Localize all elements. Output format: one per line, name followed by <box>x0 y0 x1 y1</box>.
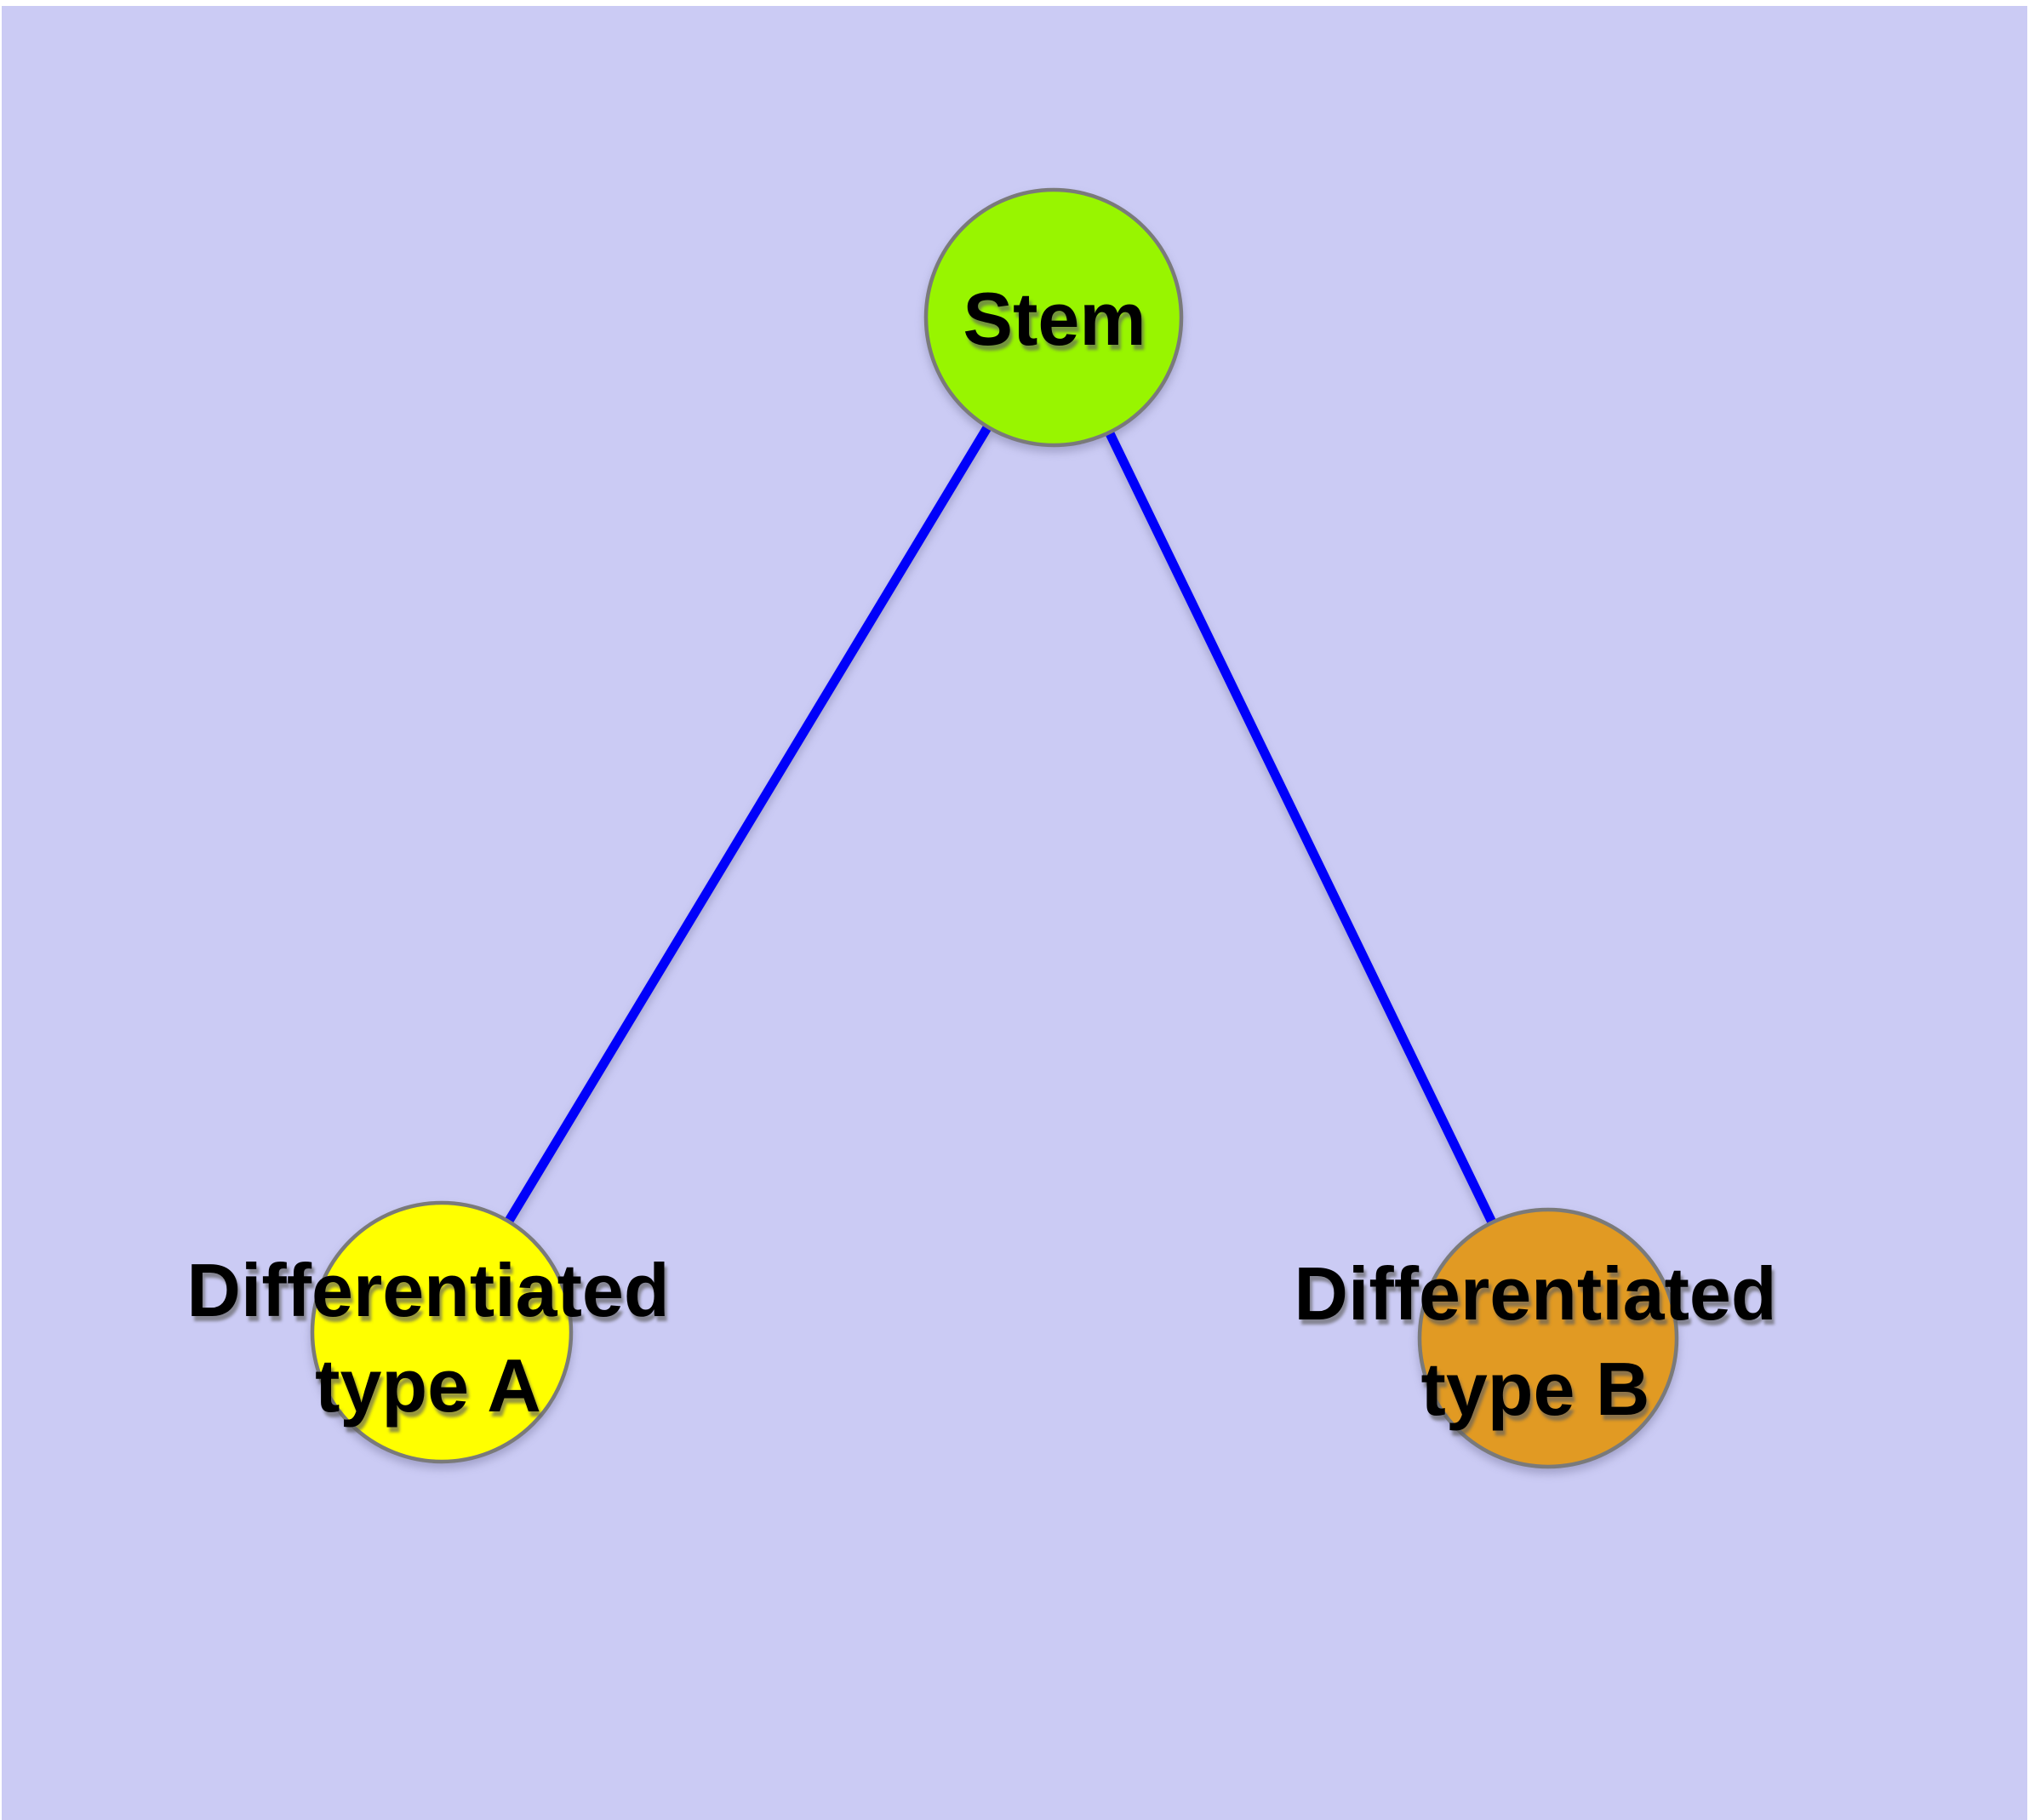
node-stem-circle <box>923 187 1184 448</box>
node-type-b-label-line2: type B <box>1420 1347 1650 1431</box>
node-type-a-label: Differentiated type A <box>186 1243 669 1434</box>
node-type-a-circle <box>310 1200 574 1464</box>
edge-stem-to-type-b <box>1049 315 1552 1341</box>
node-type-b-label: Differentiated type B <box>1294 1246 1776 1437</box>
node-type-b-label-line1: Differentiated <box>1294 1251 1777 1336</box>
node-type-a-label-line1: Differentiated <box>186 1248 670 1332</box>
node-type-b-circle <box>1417 1207 1679 1469</box>
edge-stem-to-type-a <box>437 315 1058 1335</box>
node-stem-label: Stem <box>963 272 1146 367</box>
graph-shapes <box>310 187 1679 1469</box>
node-type-a-label-line2: type A <box>315 1343 541 1428</box>
node-stem-label-text: Stem <box>963 277 1146 361</box>
